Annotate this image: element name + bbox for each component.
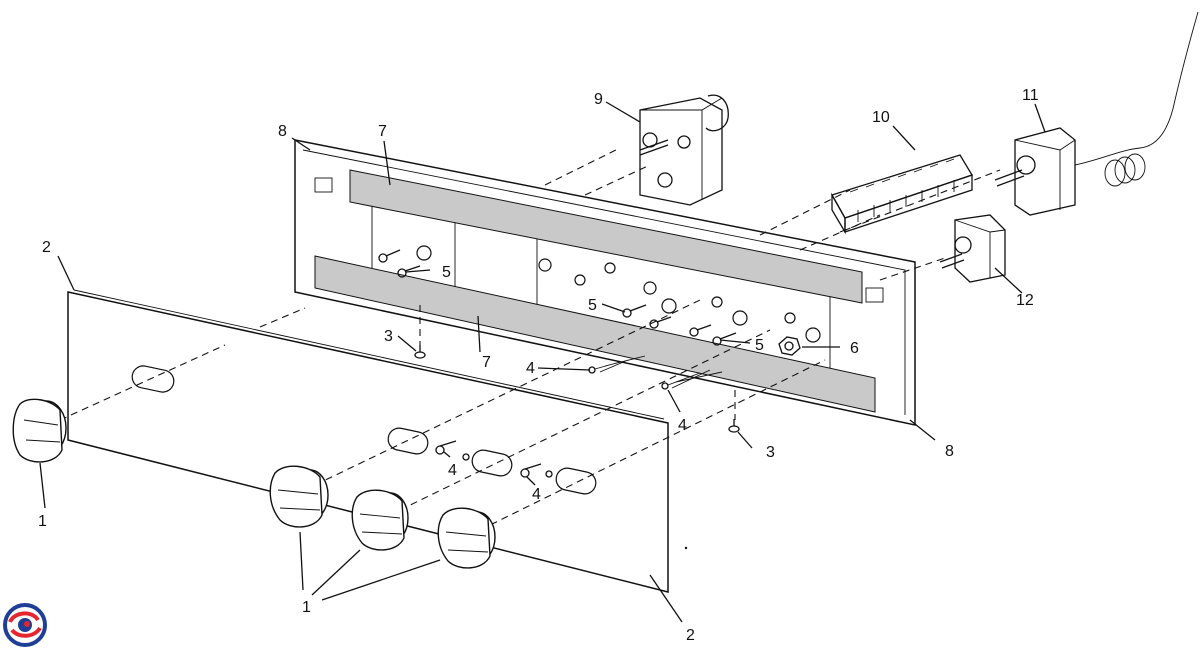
nut-6 <box>778 336 801 356</box>
thermostat-11 <box>994 11 1199 216</box>
alignment-lines <box>59 147 1001 531</box>
screw-5-mid <box>649 316 672 329</box>
knob-1 <box>269 465 329 528</box>
screw-5-left <box>397 265 421 278</box>
callout-8-bottom: 8 <box>945 443 954 460</box>
screw-5-right <box>689 324 712 337</box>
callout-7-bottom: 7 <box>482 354 491 371</box>
screw-3-front <box>414 345 426 359</box>
callout-3-left: 3 <box>384 328 393 345</box>
pin-4-wire-a <box>588 355 646 374</box>
screw-5-center <box>622 304 647 318</box>
callout-7-top: 7 <box>378 123 387 140</box>
callout-2-bottom: 2 <box>686 627 695 644</box>
callout-4-d: 4 <box>678 417 687 434</box>
screws-and-pins <box>378 249 801 478</box>
callout-10: 10 <box>872 109 890 126</box>
callout-4-b: 4 <box>532 486 541 503</box>
pin-4-b <box>520 463 553 478</box>
regulator-12 <box>939 214 1006 283</box>
callout-8-top: 8 <box>278 123 287 140</box>
knob-left <box>12 398 67 463</box>
pin-4-wire-b <box>661 369 723 390</box>
screw-5-upper-left <box>378 249 401 263</box>
front-panel <box>67 289 688 593</box>
callout-1-bottom: 1 <box>302 599 311 616</box>
felt-strip-top <box>349 169 863 304</box>
callout-5-b: 5 <box>588 297 597 314</box>
callout-3-right: 3 <box>766 444 775 461</box>
switch-9 <box>639 94 729 206</box>
callout-5-c: 5 <box>755 337 764 354</box>
knob-3 <box>437 507 496 569</box>
felt-strip-bottom <box>314 255 876 413</box>
screw-3-back <box>728 419 740 433</box>
callout-4-c: 4 <box>526 360 535 377</box>
leader-lines <box>39 101 1046 623</box>
terminal-block-10 <box>831 154 973 235</box>
callout-11: 11 <box>1022 87 1039 104</box>
brand-swirl-icon <box>3 603 47 647</box>
callout-12: 12 <box>1016 292 1034 309</box>
callout-1-left: 1 <box>38 513 47 530</box>
pin-4-a <box>435 440 470 461</box>
callout-2-top: 2 <box>42 239 51 256</box>
screw-5-far-right <box>712 332 737 346</box>
callout-5-a: 5 <box>442 264 451 281</box>
knob-2 <box>351 489 409 551</box>
callout-4-a: 4 <box>448 462 457 479</box>
callout-9: 9 <box>594 91 603 108</box>
callout-6: 6 <box>850 340 859 357</box>
